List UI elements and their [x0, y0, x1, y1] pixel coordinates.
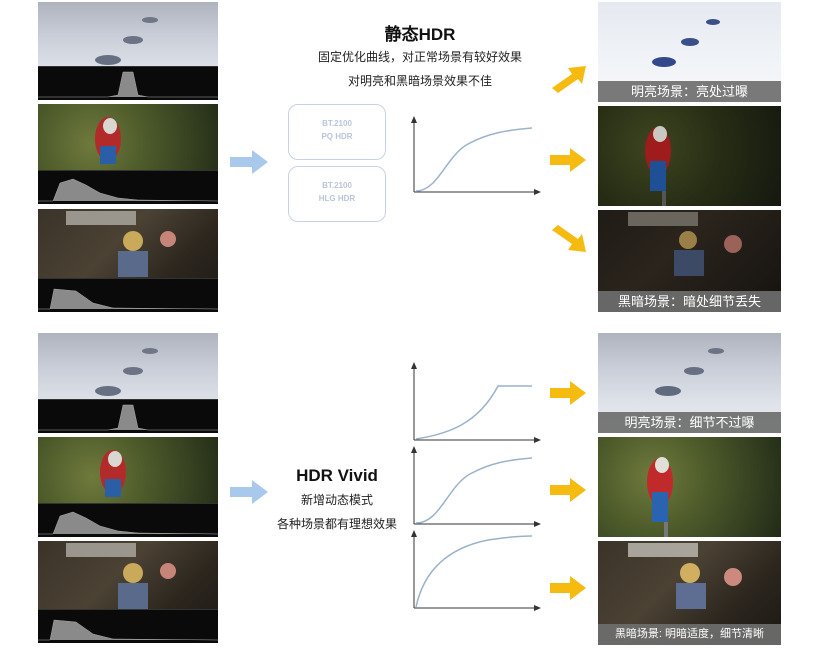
histogram [38, 399, 218, 433]
histogram [38, 278, 218, 312]
badge-line1: BT.2100 [322, 119, 352, 128]
output-caption: 黑暗场景: 明暗适度，细节清晰 [598, 624, 781, 645]
input-parrot-image [38, 104, 218, 204]
output-dark-image: 黑暗场景: 明暗适度，细节清晰 [598, 541, 781, 645]
right-arrow-icon [550, 381, 586, 405]
parrot-figure [100, 450, 126, 497]
histogram [38, 609, 218, 643]
badge-line2: HLG HDR [318, 194, 356, 203]
histogram-icon [38, 511, 218, 535]
snow-footprints [655, 348, 724, 396]
static-hdr-title: 静态HDR [384, 25, 456, 44]
histogram-icon [38, 619, 218, 641]
snow-footprints [95, 348, 158, 396]
output-bright-image: 明亮场景：细节不过曝 [598, 333, 781, 433]
histogram-icon [38, 178, 218, 202]
right-arrow-icon [550, 576, 586, 600]
room-figures [628, 212, 742, 276]
parrot-figure [645, 126, 671, 206]
input-snow-image [38, 2, 218, 100]
input-room-image [38, 541, 218, 643]
histogram [38, 66, 218, 100]
room-figures [66, 543, 176, 609]
pq-hdr-badge: BT.2100 PQ HDR [288, 104, 386, 160]
hdr-vivid-subtitle-2: 各种场景都有理想效果 [276, 517, 397, 531]
hdr-vivid-subtitle-1: 新增动态模式 [300, 493, 373, 507]
histogram [38, 503, 218, 537]
tone-curve-icon [411, 362, 541, 443]
hdr-vivid-title: HDR Vivid [296, 466, 378, 485]
output-caption: 明亮场景：亮处过曝 [598, 81, 781, 102]
histogram-icon [38, 71, 218, 98]
right-arrow-icon [552, 225, 586, 252]
hlg-hdr-badge: BT.2100 HLG HDR [288, 166, 386, 222]
right-arrow-icon [552, 66, 586, 93]
histogram [38, 170, 218, 204]
snow-footprints [95, 17, 158, 65]
output-caption: 黑暗场景：暗处细节丢失 [598, 291, 781, 312]
room-figures [628, 543, 742, 609]
static-hdr-subtitle-1: 固定优化曲线，对正常场景有较好效果 [317, 50, 522, 64]
right-arrow-icon [230, 480, 268, 504]
input-snow-image [38, 333, 218, 433]
input-room-image [38, 209, 218, 312]
right-arrow-icon [550, 148, 586, 172]
histogram-icon [38, 288, 218, 310]
room-figures [66, 211, 176, 277]
output-normal-image [598, 106, 781, 206]
badge-line2: PQ HDR [321, 132, 353, 141]
input-parrot-image [38, 437, 218, 537]
tone-curve-icon [411, 446, 541, 527]
tone-curve-icon [411, 530, 541, 611]
tone-curve-icon [411, 116, 541, 195]
parrot-figure [95, 117, 121, 164]
output-dark-image: 黑暗场景：暗处细节丢失 [598, 210, 781, 312]
parrot-figure [647, 457, 673, 537]
static-hdr-subtitle-2: 对明亮和黑暗场景效果不佳 [347, 74, 492, 88]
badge-line1: BT.2100 [322, 181, 352, 190]
right-arrow-icon [550, 478, 586, 502]
output-caption: 明亮场景：细节不过曝 [598, 412, 781, 433]
right-arrow-icon [230, 150, 268, 174]
output-bright-image: 明亮场景：亮处过曝 [598, 2, 781, 102]
histogram-icon [38, 404, 218, 431]
output-normal-image [598, 437, 781, 537]
snow-footprints [652, 19, 720, 67]
